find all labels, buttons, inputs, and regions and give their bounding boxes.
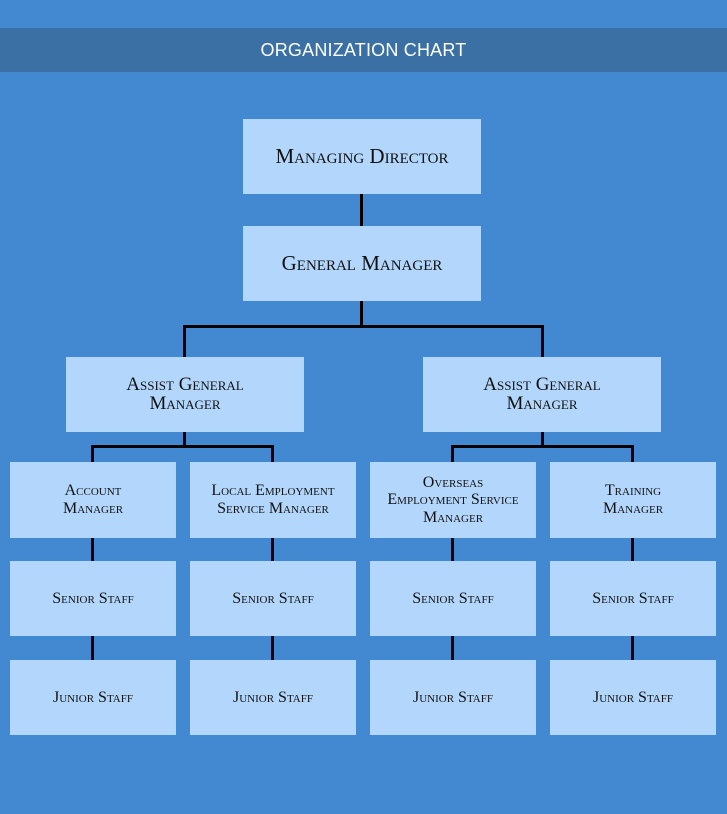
connector-to-account-manager: [91, 445, 94, 462]
node-label: Assist General Manager: [126, 374, 244, 414]
node-label: Senior Staff: [412, 589, 494, 607]
connector-dept1-senior: [91, 538, 94, 561]
connector-dept4-junior: [631, 636, 634, 660]
node-label: Senior Staff: [592, 589, 674, 607]
connector-dept4-senior: [631, 538, 634, 561]
node-label: Training Manager: [602, 482, 664, 517]
node-local-employment-service-manager[interactable]: Local Employment Service Manager: [190, 462, 356, 538]
node-label: Senior Staff: [232, 589, 314, 607]
node-account-manager[interactable]: Account Manager: [10, 462, 176, 538]
connector-to-agm-left: [183, 325, 186, 357]
connector-gm-down: [360, 301, 363, 328]
connector-to-overseas-employment: [451, 445, 454, 462]
chart-title: ORGANIZATION CHART: [260, 39, 467, 60]
node-label: Junior Staff: [593, 688, 673, 706]
node-general-manager[interactable]: General Manager: [243, 226, 481, 301]
node-label: Assist General Manager: [483, 374, 601, 414]
node-senior-staff[interactable]: Senior Staff: [370, 561, 536, 636]
connector-to-training-manager: [631, 445, 634, 462]
node-label: Overseas Employment Service Manager: [387, 473, 519, 526]
node-label: Local Employment Service Manager: [211, 482, 335, 517]
node-label: Senior Staff: [52, 589, 134, 607]
node-senior-staff[interactable]: Senior Staff: [550, 561, 716, 636]
node-junior-staff[interactable]: Junior Staff: [550, 660, 716, 735]
connector-dept3-junior: [451, 636, 454, 660]
node-senior-staff[interactable]: Senior Staff: [190, 561, 356, 636]
node-label: Junior Staff: [413, 688, 493, 706]
node-junior-staff[interactable]: Junior Staff: [10, 660, 176, 735]
connector-dept3-senior: [451, 538, 454, 561]
node-assist-general-manager-left[interactable]: Assist General Manager: [66, 357, 304, 432]
node-label: Managing Director: [275, 144, 449, 168]
connector-gm-horizontal: [183, 325, 544, 328]
node-senior-staff[interactable]: Senior Staff: [10, 561, 176, 636]
node-label: Junior Staff: [233, 688, 313, 706]
node-junior-staff[interactable]: Junior Staff: [370, 660, 536, 735]
node-label: Account Manager: [62, 482, 124, 517]
connector-to-agm-right: [541, 325, 544, 357]
connector-agm-right-horizontal: [451, 445, 634, 448]
title-band: ORGANIZATION CHART: [0, 28, 727, 72]
node-label: General Manager: [281, 251, 443, 275]
connector-dept2-senior: [271, 538, 274, 561]
node-junior-staff[interactable]: Junior Staff: [190, 660, 356, 735]
connector-dept2-junior: [271, 636, 274, 660]
node-label: Junior Staff: [53, 688, 133, 706]
node-managing-director[interactable]: Managing Director: [243, 119, 481, 194]
connector-to-local-employment: [271, 445, 274, 462]
connector-agm-left-down: [183, 432, 186, 448]
node-assist-general-manager-right[interactable]: Assist General Manager: [423, 357, 661, 432]
connector-md-gm: [360, 194, 363, 226]
connector-dept1-junior: [91, 636, 94, 660]
node-overseas-employment-service-manager[interactable]: Overseas Employment Service Manager: [370, 462, 536, 538]
connector-agm-right-down: [541, 432, 544, 448]
node-training-manager[interactable]: Training Manager: [550, 462, 716, 538]
connector-agm-left-horizontal: [91, 445, 274, 448]
